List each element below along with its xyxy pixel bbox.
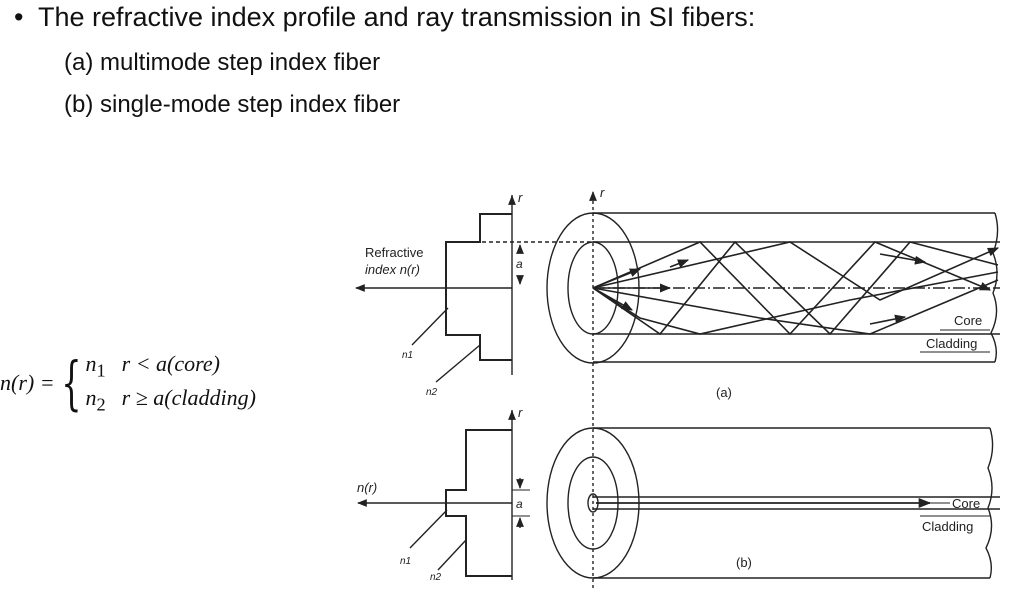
nr-label-b: n(r)	[357, 480, 377, 495]
diagram-b-labels: n(r) r a n1 n2 Core Cladding (b)	[357, 405, 980, 583]
n2-leader-a	[435, 344, 481, 383]
n1-label-a: n1	[402, 350, 413, 361]
profile-a-r-label: r	[518, 190, 523, 205]
fiber-r-label: r	[600, 185, 605, 200]
refractive-label-line2: index n(r)	[365, 262, 420, 277]
rays-a	[592, 240, 1000, 336]
core-label-a: Core	[954, 313, 982, 328]
profile-a-step	[445, 213, 512, 361]
n2-leader-b	[437, 539, 467, 571]
diagram-a	[355, 191, 1000, 590]
diagram-a-labels: Refractive index n(r) r r a n1 n2 Core C…	[365, 185, 982, 400]
equation-brace: {	[60, 349, 82, 418]
bullet-marker: •	[14, 2, 24, 32]
n1-leader-a	[411, 307, 449, 346]
n1-leader-b	[409, 509, 448, 549]
fiber-end-break-b	[985, 427, 994, 579]
equation-row2-cond: r ≥ a(cladding)	[121, 385, 256, 411]
diagram-b	[357, 410, 1000, 580]
equation-lhs: n(r) =	[0, 370, 55, 396]
equation-row1-cond: r < a(core)	[121, 351, 220, 376]
item-b-label: (b) single-mode step index fiber	[64, 91, 401, 118]
equation-row2-var: n2	[85, 385, 106, 415]
fiber-end-break-a	[990, 212, 999, 363]
profile-b-step	[445, 429, 512, 577]
profile-a-a-label: a	[516, 257, 523, 271]
profile-b-r-label: r	[518, 405, 523, 420]
core-label-b: Core	[952, 496, 980, 511]
profile-b-a-label: a	[516, 497, 523, 511]
caption-a: (a)	[716, 385, 732, 400]
index-equation: n(r) = { n1 r < a(core) n2 r ≥ a(claddin…	[0, 351, 256, 416]
heading-text: The refractive index profile and ray tra…	[38, 2, 756, 32]
equation-cases: n1 r < a(core) n2 r ≥ a(cladding)	[85, 351, 255, 416]
refractive-label-line1: Refractive	[365, 245, 424, 260]
item-a-label: (a) multimode step index fiber	[64, 49, 381, 76]
cladding-label-b: Cladding	[922, 519, 973, 534]
n2-label-b: n2	[430, 572, 442, 583]
cladding-label-a: Cladding	[926, 336, 977, 351]
equation-row1-var: n1	[85, 351, 106, 381]
heading-line: • The refractive index profile and ray tr…	[14, 2, 755, 33]
n1-label-b: n1	[400, 556, 411, 567]
caption-b: (b)	[736, 555, 752, 570]
n2-label-a: n2	[426, 387, 438, 398]
